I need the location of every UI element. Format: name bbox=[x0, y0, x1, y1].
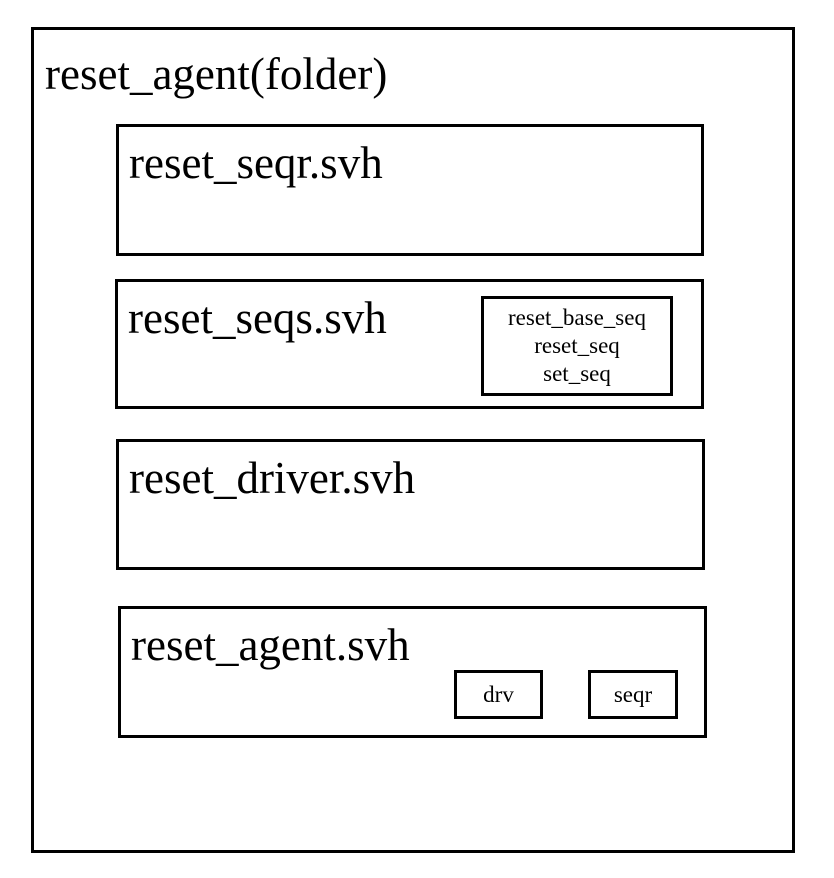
file-name-reset-driver: reset_driver.svh bbox=[129, 453, 416, 503]
driver-instance-box: drv bbox=[454, 670, 543, 719]
sequencer-instance-label: seqr bbox=[613, 681, 653, 707]
driver-instance-label: drv bbox=[483, 681, 514, 707]
sequencer-instance-box: seqr bbox=[588, 670, 678, 719]
sequence-item-reset-seq: reset_seq bbox=[534, 333, 620, 358]
file-box-reset-driver: reset_driver.svh bbox=[116, 439, 705, 570]
sequence-list-box: reset_base_seq reset_seq set_seq bbox=[481, 296, 673, 396]
file-name-reset-seqr: reset_seqr.svh bbox=[129, 138, 383, 188]
file-box-reset-seqs: reset_seqs.svh reset_base_seq reset_seq … bbox=[115, 279, 704, 409]
file-name-reset-agent: reset_agent.svh bbox=[131, 620, 410, 670]
file-name-reset-seqs: reset_seqs.svh bbox=[128, 293, 387, 343]
sequence-item-set-seq: set_seq bbox=[543, 361, 611, 386]
file-box-reset-seqr: reset_seqr.svh bbox=[116, 124, 704, 256]
sequence-item-reset-base-seq: reset_base_seq bbox=[508, 305, 646, 330]
folder-box: reset_agent(folder) reset_seqr.svh reset… bbox=[31, 27, 795, 853]
folder-title: reset_agent(folder) bbox=[45, 49, 388, 99]
file-box-reset-agent: reset_agent.svh drv seqr bbox=[118, 606, 707, 738]
